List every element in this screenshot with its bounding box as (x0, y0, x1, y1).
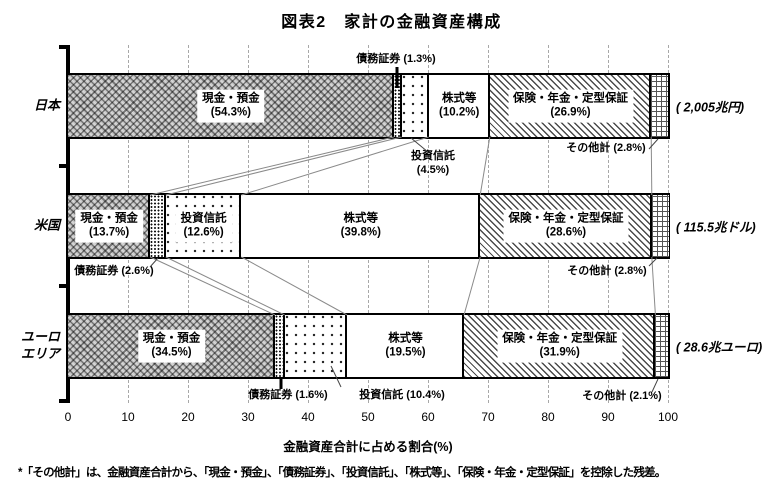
segment-debt-securities (150, 195, 166, 257)
segment-label: 投資信託 (12.6%) (175, 209, 232, 243)
y-axis-tick (59, 45, 70, 49)
segment-investment-trusts (284, 315, 347, 377)
series-connector-line (241, 136, 429, 196)
callout-leader-line (648, 257, 658, 267)
footnote: *「その他計」は、金融資産合計から、「現金・預金」、「債務証券」、「投資信託」、… (18, 467, 666, 479)
series-connector-line (149, 256, 276, 316)
category-label-euro-area: ユーロ エリア (20, 329, 60, 361)
bar-usa: 現金・預金 (13.7%) 投資信託 (12.6%) 株式等 (39.8%) 保険・年… (66, 193, 670, 259)
bar-euro-area: 現金・預金 (34.5%) 株式等 (19.5%) 保険・年金・定型保証 (31.9… (66, 313, 670, 379)
y-axis-tick (59, 164, 70, 168)
segment-investment-trusts (401, 75, 429, 137)
x-tick-label: 20 (181, 410, 195, 424)
x-tick-label: 90 (601, 410, 615, 424)
segment-debt-securities (393, 75, 402, 137)
segment-label: 株式等 (39.8%) (335, 209, 386, 243)
callout-other-total: その他計 (2.1%) (582, 390, 662, 402)
segment-label: 株式等 (10.2%) (434, 89, 485, 123)
x-tick-label: 70 (481, 410, 495, 424)
x-tick-label: 50 (361, 410, 375, 424)
callout-debt-securities: 債務証券 (1.3%) (356, 53, 436, 65)
y-axis-tick (59, 284, 70, 288)
callout-other-total: その他計 (2.8%) (566, 142, 646, 154)
segment-other-total (651, 75, 668, 137)
segment-other-total (651, 195, 669, 257)
series-connector-line (150, 136, 394, 196)
y-axis-tick (59, 399, 70, 403)
x-tick-label: 100 (657, 410, 679, 424)
series-connector-line (463, 256, 481, 316)
callout-debt-securities: 債務証券 (2.6%) (74, 265, 154, 277)
callout-other-total: その他計 (2.8%) (567, 265, 647, 277)
series-connector-line (241, 256, 348, 316)
segment-debt-securities (275, 315, 285, 377)
segment-label: 現金・預金 (34.5%) (137, 329, 206, 363)
segment-label: 株式等 (19.5%) (380, 329, 431, 363)
segment-other-total (655, 315, 668, 377)
category-total-label: ( 115.5兆ドル) (676, 220, 756, 235)
x-tick-label: 10 (121, 410, 135, 424)
category-total-label: ( 28.6兆ユーロ) (676, 340, 763, 355)
bar-japan: 現金・預金 (54.3%) 株式等 (10.2%) 保険・年金・定型保証 (26.9… (66, 73, 670, 139)
segment-label: 現金・預金 (13.7%) (75, 209, 143, 243)
chart-title: 図表2 家計の金融資産構成 (281, 14, 502, 31)
series-connector-line (651, 256, 656, 316)
segment-label: 保険・年金・定型保証 (26.9%) (508, 89, 633, 123)
category-label-japan: 日本 (33, 97, 60, 113)
callout-debt-securities: 債務証券 (1.6%) (248, 389, 328, 401)
x-tick-label: 40 (301, 410, 315, 424)
x-axis-title: 金融資産合計に占める割合(%) (283, 440, 453, 454)
series-connector-line (650, 136, 653, 196)
segment-label: 保険・年金・定型保証 (28.6%) (503, 209, 629, 243)
series-connector-line (165, 136, 402, 196)
callout-leader-line (648, 138, 659, 150)
series-connector-line (165, 256, 285, 316)
x-tick-label: 30 (241, 410, 255, 424)
callout-investment-trusts: 投資信託 (4.5%) (411, 150, 455, 176)
x-tick-label: 80 (541, 410, 555, 424)
x-tick-label: 60 (421, 410, 435, 424)
category-label-usa: 米国 (33, 217, 60, 233)
segment-label: 現金・預金 (54.3%) (197, 89, 265, 123)
x-tick-label: 0 (64, 410, 72, 424)
callout-investment-trusts: 投資信託 (10.4%) (359, 389, 445, 401)
category-total-label: ( 2,005兆円) (676, 100, 745, 115)
segment-label: 保険・年金・定型保証 (31.9%) (497, 329, 623, 363)
